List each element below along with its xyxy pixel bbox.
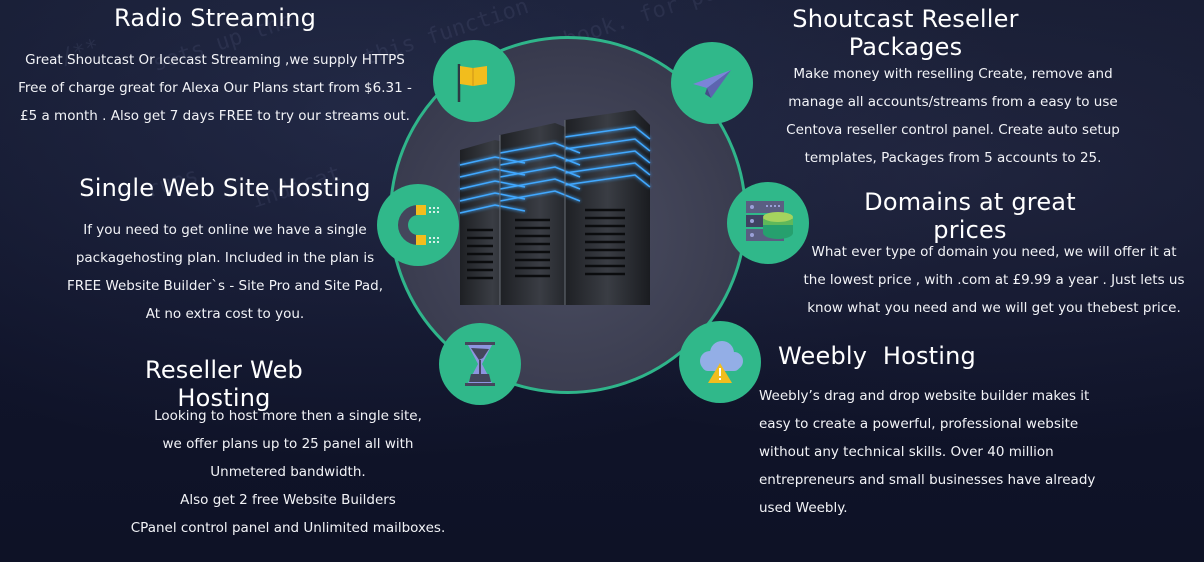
description-line: At no extra cost to you. (145, 306, 305, 322)
database-server-icon-circle (727, 182, 809, 264)
description-line: Free of charge great for Alexa Our Plans… (18, 80, 412, 96)
description-line: know what you need and we will get you t… (807, 300, 1181, 316)
service-weebly-hosting: Weebly Hosting (778, 342, 998, 370)
description-line: we offer plans up to 25 panel all with (162, 436, 414, 452)
description-line: Make money with reselling Create, remove… (793, 66, 1113, 82)
description-line: Also get 2 free Website Builders (180, 492, 396, 508)
service-domains-description: What ever type of domain you need, we wi… (798, 238, 1190, 322)
description-line: templates, Packages from 5 accounts to 2… (804, 150, 1102, 166)
database-server-icon (746, 201, 793, 241)
flag-icon-circle (433, 40, 515, 122)
service-single-web-hosting: Single Web Site Hosting If you need to g… (10, 174, 440, 328)
description-line: What ever type of domain you need, we wi… (811, 244, 1177, 260)
service-title: Radio Streaming (113, 4, 317, 32)
service-shoutcast-reseller: Shoutcast Reseller Packages (733, 5, 1078, 61)
description-line: without any technical skills. Over 40 mi… (759, 444, 1054, 460)
cloud-warning-icon-circle (679, 321, 761, 403)
cloud-warning-icon (700, 341, 743, 383)
service-shoutcast-description: Make money with reselling Create, remove… (772, 60, 1134, 172)
description-line: Unmetered bandwidth. (210, 464, 366, 480)
service-description: Make money with reselling Create, remove… (772, 60, 1134, 172)
service-description: What ever type of domain you need, we wi… (798, 238, 1190, 322)
flag-icon (457, 64, 487, 102)
service-description: If you need to get online we have a sing… (10, 216, 440, 328)
service-radio-streaming: Radio Streaming Great Shoutcast Or Iceca… (10, 4, 420, 130)
description-line: FREE Website Builder`s - Site Pro and Si… (66, 278, 384, 294)
service-title: Shoutcast Reseller Packages (792, 5, 1019, 61)
description-line: £5 a month . Also get 7 days FREE to try… (20, 108, 410, 124)
service-title: Domains at great prices (864, 188, 1076, 244)
description-line: manage all accounts/streams from a easy … (788, 94, 1118, 110)
description-line: Looking to host more then a single site, (154, 408, 422, 424)
description-line: packagehosting plan. Included in the pla… (75, 250, 375, 266)
description-line: entrepreneurs and small businesses have … (759, 472, 1096, 488)
service-title: Weebly Hosting (778, 342, 976, 370)
service-weebly-description: Weebly’s drag and drop website builder m… (759, 382, 1139, 522)
hourglass-icon (465, 342, 495, 386)
service-domains: Domains at great prices (824, 188, 1116, 244)
service-title: Reseller Web Hosting (145, 356, 303, 412)
hourglass-icon-circle (439, 323, 521, 405)
service-reseller-description: Looking to host more then a single site,… (108, 402, 468, 542)
description-line: the lowest price , with .com at £9.99 a … (803, 272, 1185, 288)
server-racks-image (459, 110, 651, 305)
description-line: used Weebly. (759, 500, 848, 516)
service-description: Great Shoutcast Or Icecast Streaming ,we… (10, 46, 420, 130)
description-line: If you need to get online we have a sing… (83, 222, 367, 238)
description-line: easy to create a powerful, professional … (759, 416, 1079, 432)
paper-plane-icon-circle (671, 42, 753, 124)
paper-plane-icon (693, 70, 731, 98)
description-line: Great Shoutcast Or Icecast Streaming ,we… (25, 52, 405, 68)
magnet-icon-circle (377, 184, 459, 266)
description-line: Weebly’s drag and drop website builder m… (759, 388, 1090, 404)
service-title: Single Web Site Hosting (79, 174, 371, 202)
description-line: Centova reseller control panel. Create a… (786, 122, 1120, 138)
magnet-icon (398, 205, 439, 245)
service-description: Looking to host more then a single site,… (108, 402, 468, 542)
service-reseller-web-hosting: Reseller Web Hosting (99, 356, 349, 412)
description-line: CPanel control panel and Unlimited mailb… (130, 520, 446, 536)
service-description: Weebly’s drag and drop website builder m… (759, 382, 1139, 522)
